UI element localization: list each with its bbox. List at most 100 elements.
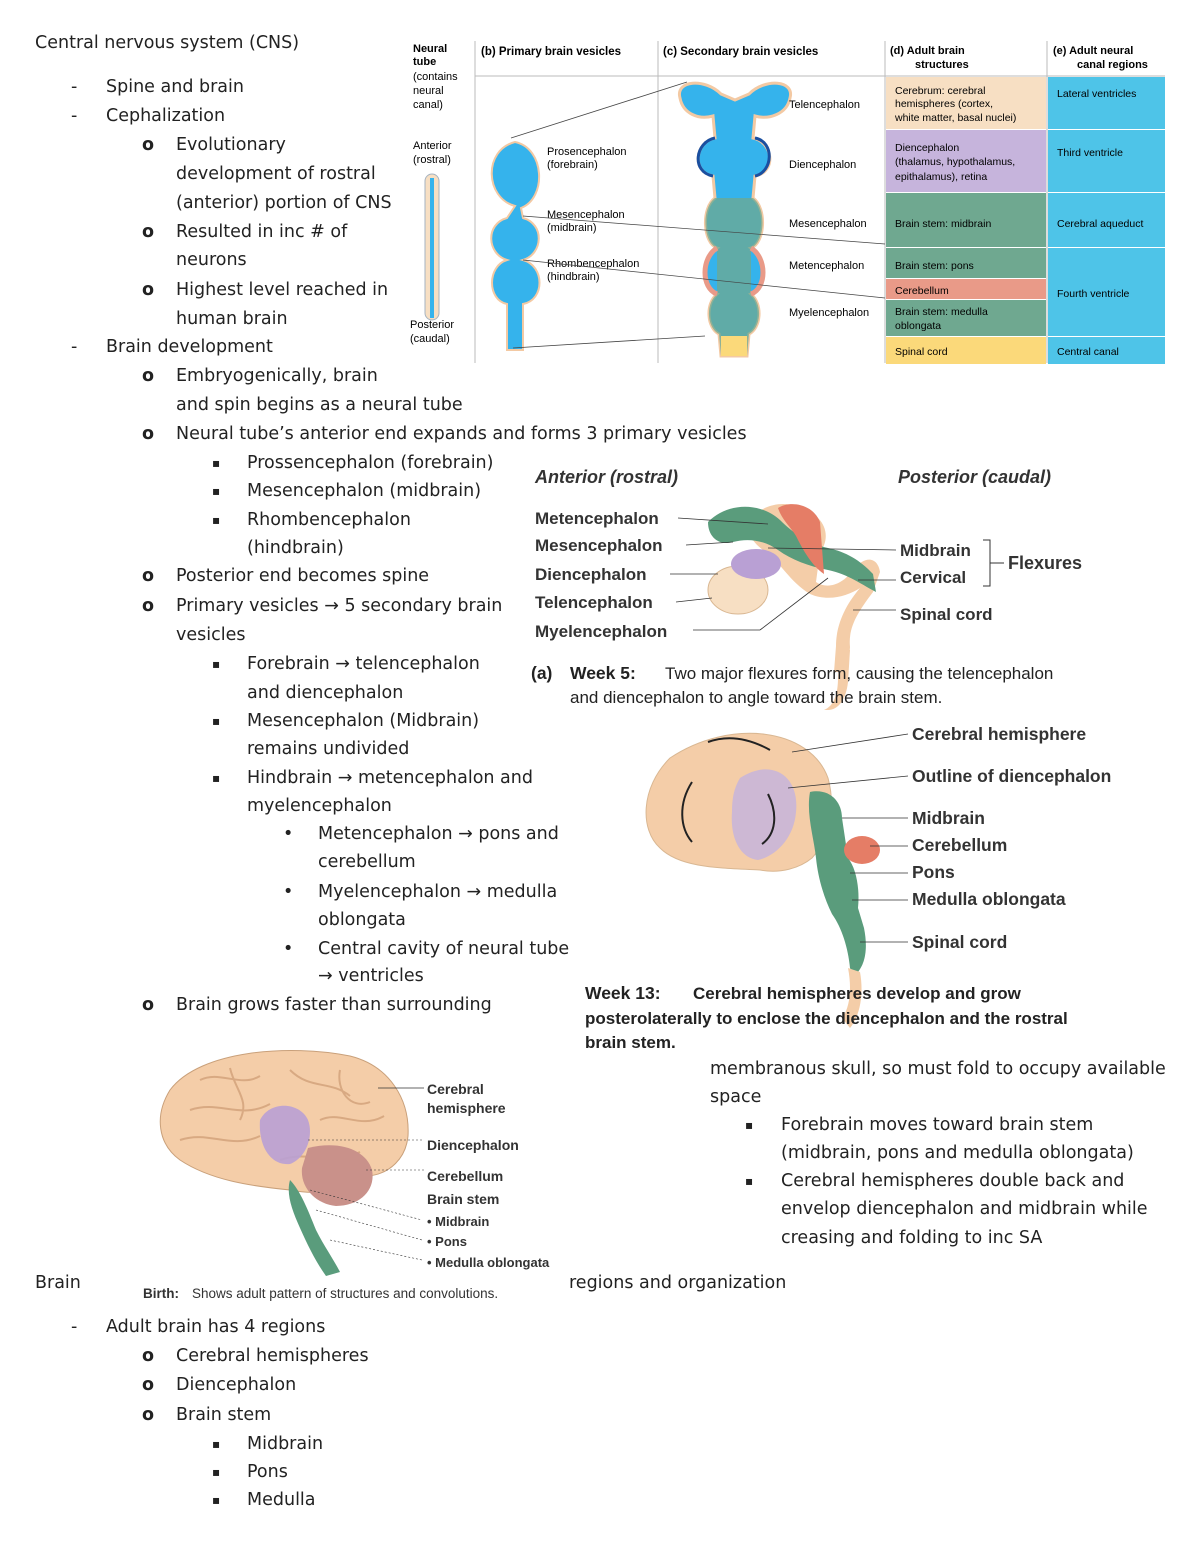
- week13-caption-title: Week 13:: [585, 983, 661, 1003]
- bullet: -: [71, 106, 78, 126]
- list-item: Forebrain moves toward brain stem: [781, 1115, 1094, 1135]
- bullet: ▪: [212, 484, 221, 498]
- col-b-header: (b) Primary brain vesicles: [481, 46, 621, 58]
- anterior-heading: Anterior (rostral): [534, 467, 678, 487]
- bullet: o: [142, 1405, 155, 1425]
- bullet: ▪: [212, 513, 221, 527]
- birth-label: Cerebral: [427, 1081, 484, 1097]
- week5-right-label: Cervical: [900, 568, 966, 587]
- brainstem-shape: [808, 791, 866, 976]
- primary-vesicle-label: Mesencephalon: [547, 209, 625, 221]
- birth-label: • Medulla oblongata: [427, 1255, 550, 1270]
- birth-label: Diencephalon: [427, 1137, 519, 1153]
- adult-structure-label: (thalamus, hypothalamus,: [895, 156, 1015, 168]
- list-item: Neural tube’s anterior end expands and f…: [176, 424, 747, 444]
- week13-figure: Cerebral hemisphere Outline of diencepha…: [585, 724, 1111, 1052]
- week13-caption: posterolaterally to enclose the dienceph…: [585, 1009, 1068, 1028]
- adult-cell: [886, 248, 1046, 278]
- bullet: o: [142, 995, 155, 1015]
- anterior-label: (rostral): [413, 154, 451, 166]
- adult-structure-label: Cerebrum: cerebral: [895, 85, 985, 97]
- list-item: development of rostral: [176, 164, 376, 184]
- list-item: Cerebral hemispheres double back and: [781, 1171, 1125, 1191]
- canal-region-label: Third ventricle: [1057, 147, 1123, 159]
- adult-structure-label: Cerebellum: [895, 285, 949, 297]
- cerebellum-shape: [844, 836, 880, 864]
- week13-label: Spinal cord: [912, 932, 1007, 952]
- week13-label: Cerebral hemisphere: [912, 724, 1086, 744]
- primary-vesicles-shape: [490, 140, 541, 351]
- birth-caption-title: Birth:: [143, 1286, 179, 1301]
- canal-cell: [1048, 337, 1165, 364]
- bullet: o: [142, 280, 155, 300]
- adult-structure-label: epithalamus), retina: [895, 171, 987, 183]
- canal-region-label: Fourth ventricle: [1057, 288, 1130, 300]
- posterior-label: (caudal): [410, 333, 450, 345]
- bullet: ▪: [212, 714, 221, 728]
- list-item: (hindbrain): [247, 538, 344, 558]
- list-item: Posterior end becomes spine: [176, 566, 430, 586]
- list-item: Adult brain has 4 regions: [106, 1317, 326, 1337]
- list-item: Brain development: [106, 337, 273, 357]
- primary-vesicle-label: (forebrain): [547, 159, 598, 171]
- bullet: ▪: [212, 456, 221, 470]
- list-item: vesicles: [176, 625, 246, 645]
- bullet: •: [283, 824, 294, 844]
- adult-structure-label: Brain stem: pons: [895, 260, 974, 272]
- list-item: envelop diencephalon and midbrain while: [781, 1199, 1148, 1219]
- bullet: o: [142, 596, 155, 616]
- list-item: neurons: [176, 250, 247, 270]
- list-item: → ventricles: [318, 966, 424, 986]
- adult-structure-label: Spinal cord: [895, 346, 948, 358]
- canal-cell: [1048, 193, 1165, 247]
- growth-arrow-icon: [681, 781, 693, 843]
- list-item: and diencephalon: [247, 683, 404, 703]
- col-e-header: (e) Adult neural: [1053, 45, 1133, 57]
- list-item: (anterior) portion of CNS: [176, 193, 392, 213]
- list-item: Central cavity of neural tube: [318, 939, 570, 959]
- page-title: Central nervous system (CNS): [35, 33, 300, 53]
- adult-structure-label: white matter, basal nuclei): [894, 112, 1016, 124]
- week13-label: Pons: [912, 862, 955, 882]
- week13-label: Cerebellum: [912, 835, 1007, 855]
- list-item: Embryogenically, brain: [176, 366, 378, 386]
- birth-figure: Cerebral hemisphere Diencephalon Cerebel…: [143, 1050, 550, 1301]
- week5-label: Myelencephalon: [535, 622, 667, 641]
- week13-caption: Cerebral hemispheres develop and grow: [693, 984, 1022, 1003]
- week5-caption: and diencephalon to angle toward the bra…: [570, 688, 942, 707]
- bullet: o: [142, 566, 155, 586]
- list-item: Midbrain: [247, 1434, 324, 1454]
- bullet: ▪: [212, 657, 221, 671]
- section-heading: Brain: [35, 1273, 81, 1293]
- bullet: ▪: [212, 1437, 221, 1451]
- list-item: (midbrain, pons and medulla oblongata): [781, 1143, 1134, 1163]
- list-item: Cephalization: [106, 106, 226, 126]
- adult-cell: [886, 279, 1046, 299]
- brain-vesicle-table-figure: Neural tube (contains neural canal) Ante…: [410, 41, 1165, 364]
- bullet: ▪: [212, 771, 221, 785]
- week13-label: Midbrain: [912, 808, 985, 828]
- week5-caption-letter: (a): [531, 663, 552, 683]
- diencephalon-shape: [259, 1105, 310, 1165]
- week5-caption: Two major flexures form, causing the tel…: [665, 664, 1053, 683]
- list-item: Brain stem: [176, 1405, 272, 1425]
- primary-vesicle-label: Prosencephalon: [547, 146, 627, 158]
- bullet: ▪: [212, 1493, 221, 1507]
- primary-vesicle-label: Rhombencephalon: [547, 258, 639, 270]
- list-item: Medulla: [247, 1490, 316, 1510]
- canal-region-label: Central canal: [1057, 346, 1119, 358]
- bullet: o: [142, 366, 155, 386]
- list-item: Highest level reached in: [176, 280, 389, 300]
- list-item: Brain grows faster than surrounding: [176, 995, 492, 1015]
- list-item: Spine and brain: [106, 77, 244, 97]
- week5-label: Mesencephalon: [535, 536, 663, 555]
- col-e-header: canal regions: [1077, 59, 1148, 71]
- birth-label: hemisphere: [427, 1100, 506, 1116]
- bullet: o: [142, 135, 155, 155]
- bullet: -: [71, 1317, 78, 1337]
- list-item: Myelencephalon → medulla: [318, 882, 558, 902]
- adult-structure-label: Brain stem: medulla: [895, 306, 988, 318]
- bullet: ▪: [745, 1118, 754, 1132]
- col-c-header: (c) Secondary brain vesicles: [663, 46, 818, 58]
- list-item: Metencephalon → pons and: [318, 824, 559, 844]
